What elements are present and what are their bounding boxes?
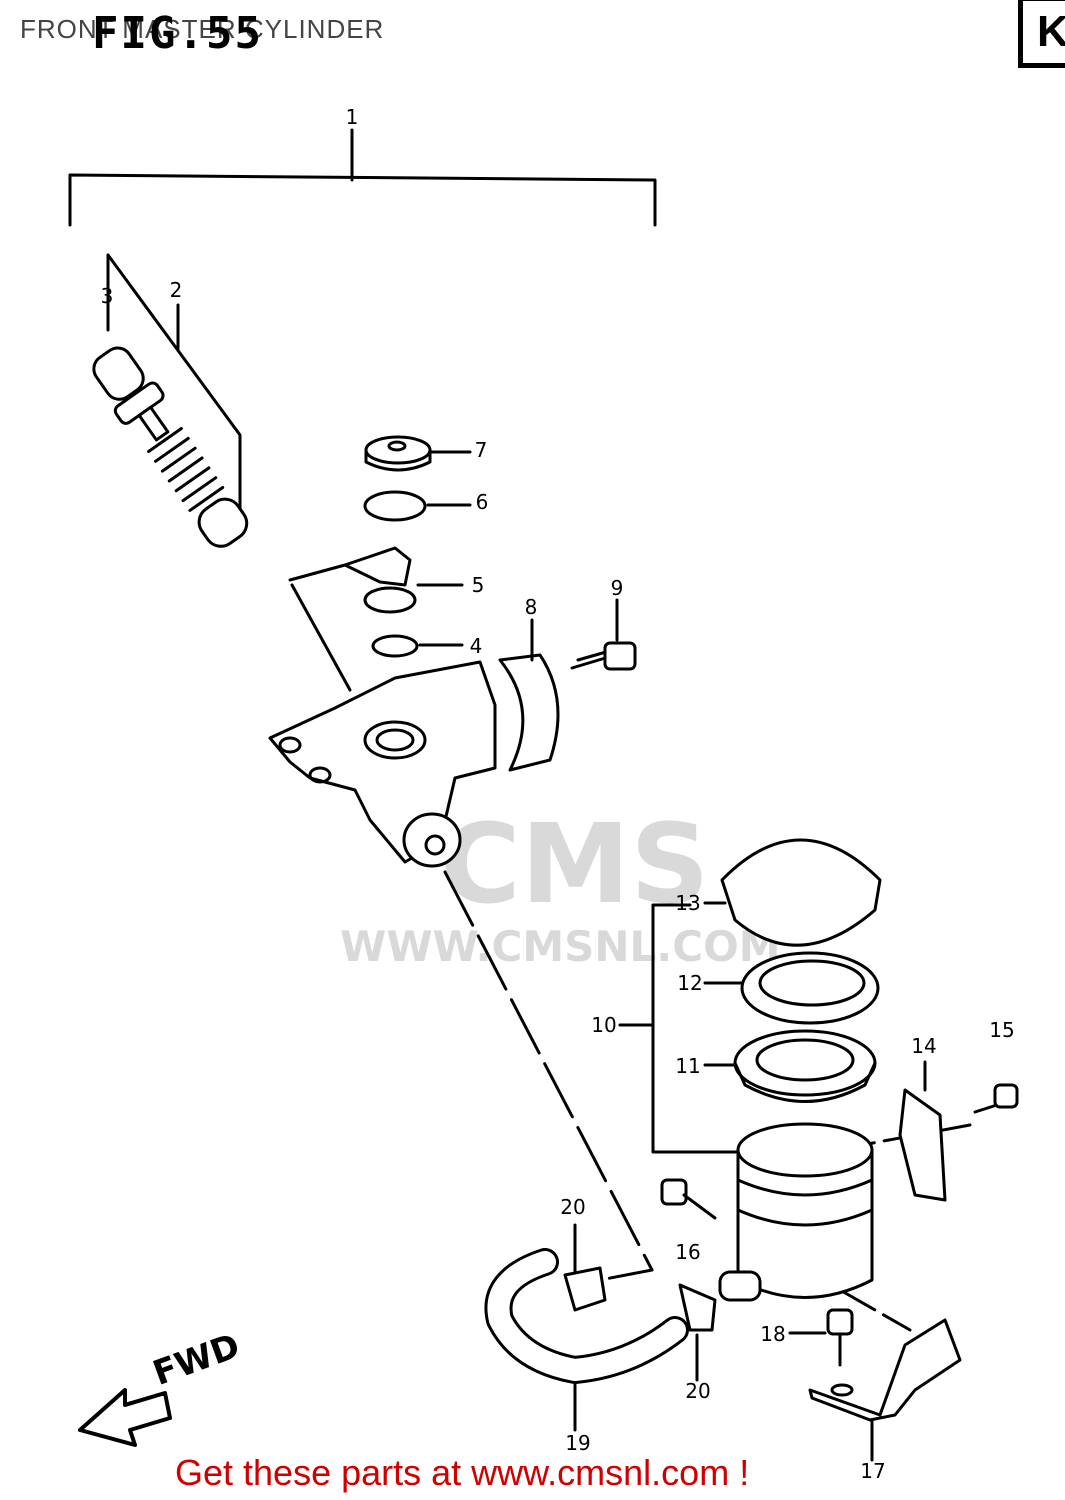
corner-badge: K bbox=[1018, 0, 1065, 68]
callout-18: 18 bbox=[760, 1322, 786, 1346]
callout-14: 14 bbox=[911, 1034, 937, 1058]
callout-17: 17 bbox=[860, 1459, 886, 1483]
callout-8: 8 bbox=[524, 595, 538, 619]
callout-15: 15 bbox=[989, 1018, 1015, 1042]
callout-19: 19 bbox=[565, 1431, 591, 1455]
callout-12: 12 bbox=[677, 971, 703, 995]
callout-4: 4 bbox=[469, 634, 483, 658]
callout-6: 6 bbox=[475, 490, 489, 514]
callout-7: 7 bbox=[474, 438, 488, 462]
corner-letter: K bbox=[1037, 7, 1065, 56]
callout-11: 11 bbox=[675, 1054, 701, 1078]
callout-13: 13 bbox=[675, 891, 701, 915]
figure-stamp: FIG.55 bbox=[92, 8, 263, 59]
callout-16: 16 bbox=[675, 1240, 701, 1264]
callout-10: 10 bbox=[591, 1013, 617, 1037]
watermark-url: WWW.CMSNL.COM bbox=[340, 922, 781, 971]
callout-20-upper: 20 bbox=[560, 1195, 586, 1219]
callout-9: 9 bbox=[610, 576, 624, 600]
callout-1: 1 bbox=[345, 105, 359, 129]
page-title: FRONT MASTER CYLINDER bbox=[20, 14, 385, 44]
callout-3: 3 bbox=[100, 284, 114, 308]
callout-20-lower: 20 bbox=[685, 1379, 711, 1403]
watermark-logo: CMS bbox=[440, 800, 710, 928]
callout-5: 5 bbox=[471, 573, 485, 597]
callout-2: 2 bbox=[169, 278, 183, 302]
footer-promo-link[interactable]: Get these parts at www.cmsnl.com ! bbox=[175, 1452, 750, 1493]
